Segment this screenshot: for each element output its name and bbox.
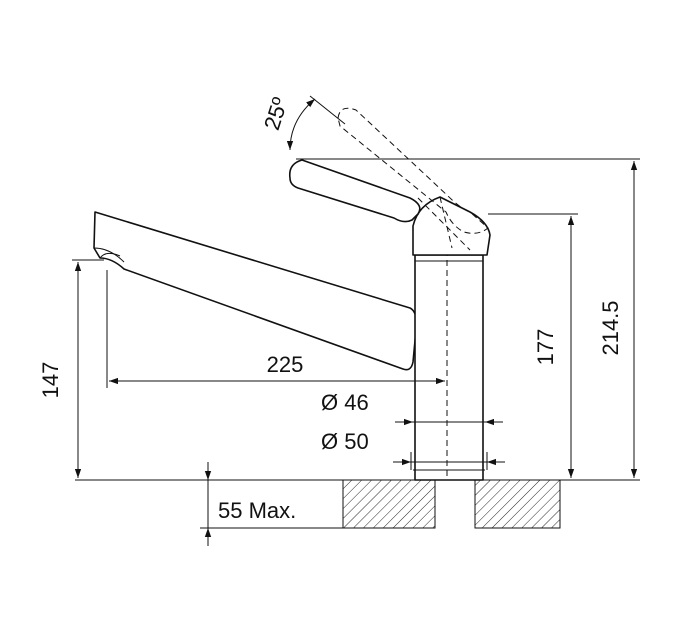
spout-height-dimension: 147	[38, 259, 104, 478]
spout-body	[93, 211, 418, 371]
lever-handle-closed	[288, 159, 421, 223]
worktop-section-left	[342, 479, 436, 529]
body-height-label: 177	[533, 329, 558, 366]
total-height-dimension: 214.5	[598, 161, 638, 478]
spout-aerator	[99, 252, 121, 259]
angle-arc	[286, 98, 316, 151]
total-height-label: 214.5	[598, 300, 623, 355]
diameter-50-label: Ø 50	[321, 429, 369, 454]
spout-tip-edge	[93, 247, 125, 263]
spout-reach-dimension: 225	[106, 270, 445, 388]
worktop	[75, 479, 640, 529]
column-body	[414, 254, 484, 481]
angle-extension-line	[309, 95, 346, 125]
faucet-column	[413, 240, 485, 481]
angle-label: 25º	[259, 94, 293, 133]
diameter-50-dimension: Ø 50	[321, 429, 505, 470]
lever-pivot-line-2	[439, 196, 453, 249]
lever-pivot-line-1	[417, 197, 471, 251]
angle-dimension: 25º	[259, 94, 640, 160]
worktop-max-dimension: 55 Max.	[200, 462, 343, 546]
body-height-dimension: 177	[488, 213, 578, 478]
lever-head	[288, 107, 491, 256]
diameter-46-dimension: Ø 46	[321, 390, 503, 426]
diameter-46-label: Ø 46	[321, 390, 369, 415]
spout-reach-label: 225	[267, 352, 304, 377]
worktop-section-right	[474, 479, 561, 529]
lever-handle-open	[337, 107, 489, 234]
worktop-max-label: 55 Max.	[218, 498, 296, 523]
spout	[93, 211, 418, 371]
spout-height-label: 147	[38, 362, 63, 399]
